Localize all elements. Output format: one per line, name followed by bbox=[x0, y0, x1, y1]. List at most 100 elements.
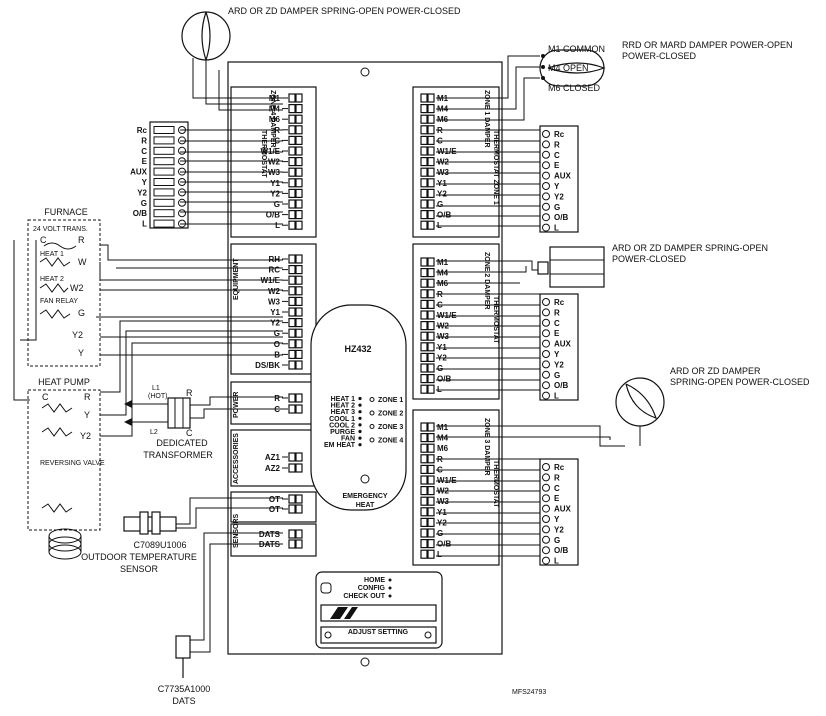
tstat2-screw-7[interactable] bbox=[542, 370, 550, 379]
zone1-term-screw-7[interactable] bbox=[427, 167, 435, 177]
zone1-term-screw-6[interactable] bbox=[427, 157, 435, 167]
tstat3-screw-8[interactable] bbox=[542, 546, 550, 555]
tstat3-screw-7[interactable] bbox=[542, 535, 550, 544]
emergency-heat-button[interactable] bbox=[360, 474, 370, 484]
zone1-term-screw-3[interactable] bbox=[427, 125, 435, 135]
zone2-term-screw-10[interactable] bbox=[427, 363, 435, 373]
zone4-term-screw-1[interactable] bbox=[288, 103, 296, 114]
equip-term-screw-2[interactable] bbox=[288, 275, 296, 285]
zone2-term-screw-9[interactable] bbox=[427, 352, 435, 362]
tstat4-screw-8[interactable] bbox=[178, 209, 186, 218]
zone3-term-screw-8[interactable] bbox=[427, 507, 435, 517]
equip-term-screw-6[interactable] bbox=[288, 318, 296, 328]
tstat2-screw-9[interactable] bbox=[542, 391, 550, 400]
tstat3-screw-9[interactable] bbox=[542, 556, 550, 565]
zone4-term-screw-3[interactable] bbox=[288, 125, 296, 135]
zone2-term-screw-1[interactable] bbox=[427, 268, 435, 278]
zone2-term-screw-12[interactable] bbox=[427, 384, 435, 394]
zone3-term-screw-0[interactable] bbox=[427, 422, 435, 432]
zone4-term-screw-4[interactable] bbox=[288, 135, 296, 145]
zone2-term-screw-0[interactable] bbox=[427, 257, 435, 267]
zone2-term-screw-6[interactable] bbox=[427, 321, 435, 331]
equip-term-screw-1[interactable] bbox=[288, 265, 296, 275]
power-term-screw-0[interactable] bbox=[288, 393, 296, 403]
zone3-term-screw-5[interactable] bbox=[427, 475, 435, 485]
tstat2-screw-3[interactable] bbox=[542, 329, 550, 338]
tstat4-screw-7[interactable] bbox=[178, 198, 186, 207]
zone1-term-screw-8[interactable] bbox=[427, 178, 435, 188]
zone3-term-screw-3[interactable] bbox=[427, 454, 435, 464]
tstat1-screw-7[interactable] bbox=[542, 202, 550, 211]
equip-term-screw-3[interactable] bbox=[288, 286, 296, 296]
zone4-term-screw-0[interactable] bbox=[288, 93, 296, 103]
tstat1-screw-8[interactable] bbox=[542, 213, 550, 222]
equip-term-screw-10[interactable] bbox=[288, 360, 296, 370]
zone1-term-screw-4[interactable] bbox=[427, 135, 435, 145]
zone1-term-screw-12[interactable] bbox=[427, 220, 435, 230]
zone3-term-screw-1[interactable] bbox=[427, 433, 435, 443]
tstat3-screw-5[interactable] bbox=[542, 515, 550, 523]
zone4-term-screw-9[interactable] bbox=[288, 188, 296, 198]
sensor-dats-screw-0[interactable] bbox=[288, 529, 296, 539]
zone4-term-screw-2[interactable] bbox=[288, 114, 296, 124]
zone3-term-screw-2[interactable] bbox=[427, 443, 435, 453]
zone4-term-screw-10[interactable] bbox=[288, 199, 296, 209]
zone1-term-screw-5[interactable] bbox=[427, 146, 435, 156]
zone1-term-screw-0[interactable] bbox=[427, 93, 435, 103]
tstat2-screw-4[interactable] bbox=[542, 339, 550, 348]
tstat1-screw-2[interactable] bbox=[542, 150, 550, 159]
zone3-term-screw-10[interactable] bbox=[427, 528, 435, 538]
zone1-term-screw-11[interactable] bbox=[427, 210, 435, 220]
sensor-ot-term-screw-0[interactable] bbox=[288, 494, 296, 504]
tstat1-screw-3[interactable] bbox=[542, 161, 550, 170]
equip-term-screw-8[interactable] bbox=[288, 339, 296, 349]
tstat1-screw-0[interactable] bbox=[542, 130, 550, 138]
tstat2-screw-8[interactable] bbox=[542, 381, 550, 390]
zone1-term-screw-2[interactable] bbox=[427, 114, 435, 124]
zone2-term-screw-8[interactable] bbox=[427, 342, 435, 352]
tstat3-screw-1[interactable] bbox=[542, 473, 550, 482]
zone1-term-screw-10[interactable] bbox=[427, 199, 435, 209]
tstat1-screw-5[interactable] bbox=[542, 182, 550, 190]
equip-term-screw-4[interactable] bbox=[288, 296, 296, 306]
zone4-term-screw-6[interactable] bbox=[288, 157, 296, 167]
tstat1-screw-4[interactable] bbox=[542, 171, 550, 180]
tstat2-screw-0[interactable] bbox=[542, 298, 550, 306]
zone4-term-screw-7[interactable] bbox=[288, 167, 296, 177]
acc-term-screw-0[interactable] bbox=[288, 452, 296, 462]
zone4-term-screw-12[interactable] bbox=[288, 220, 296, 230]
zone2-term-screw-3[interactable] bbox=[427, 289, 435, 299]
adjust-setting-knob[interactable] bbox=[320, 626, 437, 644]
zone3-term-screw-9[interactable] bbox=[427, 517, 435, 528]
tstat3-screw-6[interactable] bbox=[542, 525, 550, 534]
tstat4-screw-1[interactable] bbox=[178, 136, 186, 145]
zone1-term-screw-1[interactable] bbox=[427, 103, 435, 114]
sensor-dats-screw-1[interactable] bbox=[288, 539, 296, 549]
equip-term-screw-7[interactable] bbox=[288, 328, 296, 338]
zone2-term-screw-5[interactable] bbox=[427, 310, 435, 320]
zone3-term-screw-7[interactable] bbox=[427, 496, 435, 506]
tstat3-screw-2[interactable] bbox=[542, 483, 550, 492]
zone2-term-screw-11[interactable] bbox=[427, 374, 435, 384]
tstat3-screw-4[interactable] bbox=[542, 504, 550, 513]
zone2-term-screw-4[interactable] bbox=[427, 299, 435, 309]
zone2-term-screw-2[interactable] bbox=[427, 278, 435, 288]
tstat1-screw-1[interactable] bbox=[542, 140, 550, 149]
tstat3-screw-3[interactable] bbox=[542, 494, 550, 503]
zone1-term-screw-9[interactable] bbox=[427, 188, 435, 198]
tstat3-screw-0[interactable] bbox=[542, 463, 550, 471]
mode-button[interactable] bbox=[320, 582, 332, 594]
zone4-term-screw-8[interactable] bbox=[288, 178, 296, 188]
power-term-screw-1[interactable] bbox=[288, 404, 296, 414]
tstat2-screw-6[interactable] bbox=[542, 360, 550, 369]
zone2-term-screw-7[interactable] bbox=[427, 331, 435, 341]
equip-term-screw-9[interactable] bbox=[288, 349, 296, 359]
tstat2-screw-5[interactable] bbox=[542, 350, 550, 358]
tstat2-screw-2[interactable] bbox=[542, 318, 550, 327]
zone3-term-screw-11[interactable] bbox=[427, 538, 435, 549]
zone3-term-screw-4[interactable] bbox=[427, 464, 435, 474]
zone3-term-screw-6[interactable] bbox=[427, 486, 435, 496]
zone4-term-screw-5[interactable] bbox=[288, 146, 296, 156]
tstat1-screw-9[interactable] bbox=[542, 223, 550, 232]
zone4-term-screw-11[interactable] bbox=[288, 210, 296, 220]
